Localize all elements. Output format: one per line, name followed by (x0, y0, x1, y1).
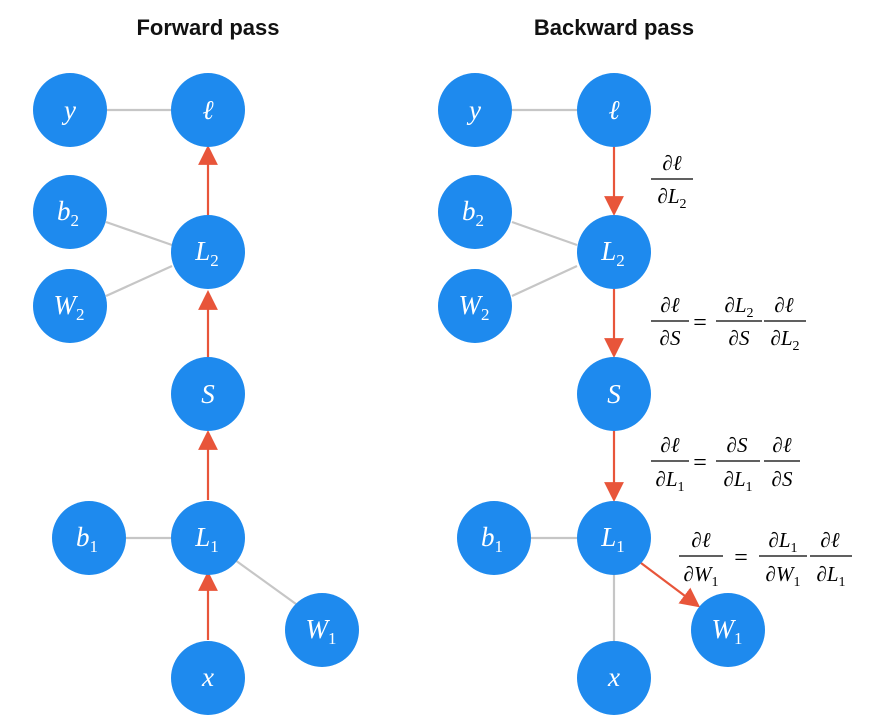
forward-edges (105, 108, 297, 640)
node-circle (691, 593, 765, 667)
eq-rhs2-denominator: ∂S (772, 467, 793, 491)
node-label-L2: L2 (194, 236, 219, 270)
eq-denominator: ∂L2 (657, 184, 686, 212)
node-circle (438, 269, 512, 343)
node-label-W2: W2 (459, 290, 490, 324)
eq-lhs-numerator: ∂ℓ (691, 528, 710, 552)
backward-node-x: x (577, 641, 651, 715)
node-label-L2: L2 (600, 236, 625, 270)
node-label-b2: b2 (57, 196, 79, 230)
forward-node-y: y (33, 73, 107, 147)
eq-rhs1-numerator: ∂L2 (724, 293, 753, 321)
backward-node-S: S (577, 357, 651, 431)
node-circle (171, 215, 245, 289)
node-label-W1: W1 (306, 614, 337, 648)
eq-rhs2-numerator: ∂ℓ (772, 433, 791, 457)
backward-node-b1: b1 (457, 501, 531, 575)
forward-node-W1: W1 (285, 593, 359, 667)
node-circle (577, 73, 651, 147)
node-label-L1: L1 (600, 522, 625, 556)
node-label-b1: b1 (481, 522, 503, 556)
forward-node-L2: L2 (171, 215, 245, 289)
eq-rhs1-numerator: ∂L1 (768, 528, 797, 556)
node-circle (577, 215, 651, 289)
forward-node-loss: ℓ (171, 73, 245, 147)
gradient-eq-loss-L2: ∂ℓ ∂L2 (651, 151, 693, 212)
backward-edges (511, 108, 701, 641)
node-label-loss: ℓ (608, 95, 620, 125)
eq-rhs2-denominator: ∂L2 (770, 326, 799, 354)
forward-node-W2: W2 (33, 269, 107, 343)
node-circle (171, 501, 245, 575)
backward-pass-title: Backward pass (534, 15, 694, 40)
node-label-W1: W1 (712, 614, 743, 648)
edge-W2-L2 (511, 265, 578, 297)
node-circle (52, 501, 126, 575)
node-label-loss: ℓ (202, 95, 214, 125)
forward-node-x: x (171, 641, 245, 715)
backward-node-loss: ℓ (577, 73, 651, 147)
eq-rhs1-denominator: ∂L1 (723, 467, 752, 495)
eq-rhs1-denominator: ∂W1 (766, 562, 801, 590)
forward-node-L1: L1 (171, 501, 245, 575)
gradient-eq-loss-W1: ∂ℓ ∂W1 = ∂L1 ∂W1 ∂ℓ ∂L1 (679, 528, 852, 590)
backward-node-L1: L1 (577, 501, 651, 575)
node-label-b2: b2 (462, 196, 484, 230)
node-circle (33, 175, 107, 249)
eq-rhs2-numerator: ∂ℓ (820, 528, 839, 552)
node-circle (171, 641, 245, 715)
forward-node-S: S (171, 357, 245, 431)
arrow-L1-to-W1 (640, 562, 701, 608)
node-circle (33, 269, 107, 343)
edge-b2-L2 (105, 220, 173, 247)
node-label-W2: W2 (54, 290, 85, 324)
eq-rhs2-numerator: ∂ℓ (774, 293, 793, 317)
node-circle (171, 357, 245, 431)
node-circle (438, 73, 512, 147)
eq-lhs-denominator: ∂L1 (655, 467, 684, 495)
backward-node-W2: W2 (438, 269, 512, 343)
eq-rhs1-denominator: ∂S (729, 326, 750, 350)
forward-pass-title: Forward pass (136, 15, 279, 40)
node-label-S: S (201, 379, 215, 409)
node-circle (577, 501, 651, 575)
gradient-eq-loss-S: ∂ℓ ∂S = ∂L2 ∂S ∂ℓ ∂L2 (651, 293, 806, 354)
node-label-L1: L1 (194, 522, 219, 556)
edge-W2-L2 (105, 264, 173, 298)
edge-b2-L2 (511, 220, 578, 247)
node-circle (438, 175, 512, 249)
node-circle (577, 641, 651, 715)
backward-node-b2: b2 (438, 175, 512, 249)
eq-lhs-denominator: ∂W1 (684, 562, 719, 590)
eq-lhs-numerator: ∂ℓ (660, 293, 679, 317)
gradient-eq-loss-L1: ∂ℓ ∂L1 = ∂S ∂L1 ∂ℓ ∂S (651, 433, 800, 495)
node-label-b1: b1 (76, 522, 98, 556)
backward-node-y: y (438, 73, 512, 147)
eq-lhs-denominator: ∂S (660, 326, 681, 350)
node-label-y: y (61, 95, 76, 125)
equals-sign: = (693, 310, 707, 336)
equals-sign: = (693, 450, 707, 476)
node-label-S: S (607, 379, 621, 409)
node-label-x: x (201, 662, 214, 692)
node-circle (577, 357, 651, 431)
backward-node-L2: L2 (577, 215, 651, 289)
eq-lhs-numerator: ∂ℓ (660, 433, 679, 457)
node-circle (457, 501, 531, 575)
node-circle (33, 73, 107, 147)
eq-rhs1-numerator: ∂S (727, 433, 748, 457)
backward-node-W1: W1 (691, 593, 765, 667)
node-circle (171, 73, 245, 147)
eq-numerator: ∂ℓ (662, 151, 681, 175)
eq-rhs2-denominator: ∂L1 (816, 562, 845, 590)
node-label-x: x (607, 662, 620, 692)
forward-node-b1: b1 (52, 501, 126, 575)
forward-node-b2: b2 (33, 175, 107, 249)
node-circle (285, 593, 359, 667)
edge-L1-W1 (234, 559, 297, 605)
equals-sign: = (734, 545, 748, 571)
node-label-y: y (466, 95, 481, 125)
